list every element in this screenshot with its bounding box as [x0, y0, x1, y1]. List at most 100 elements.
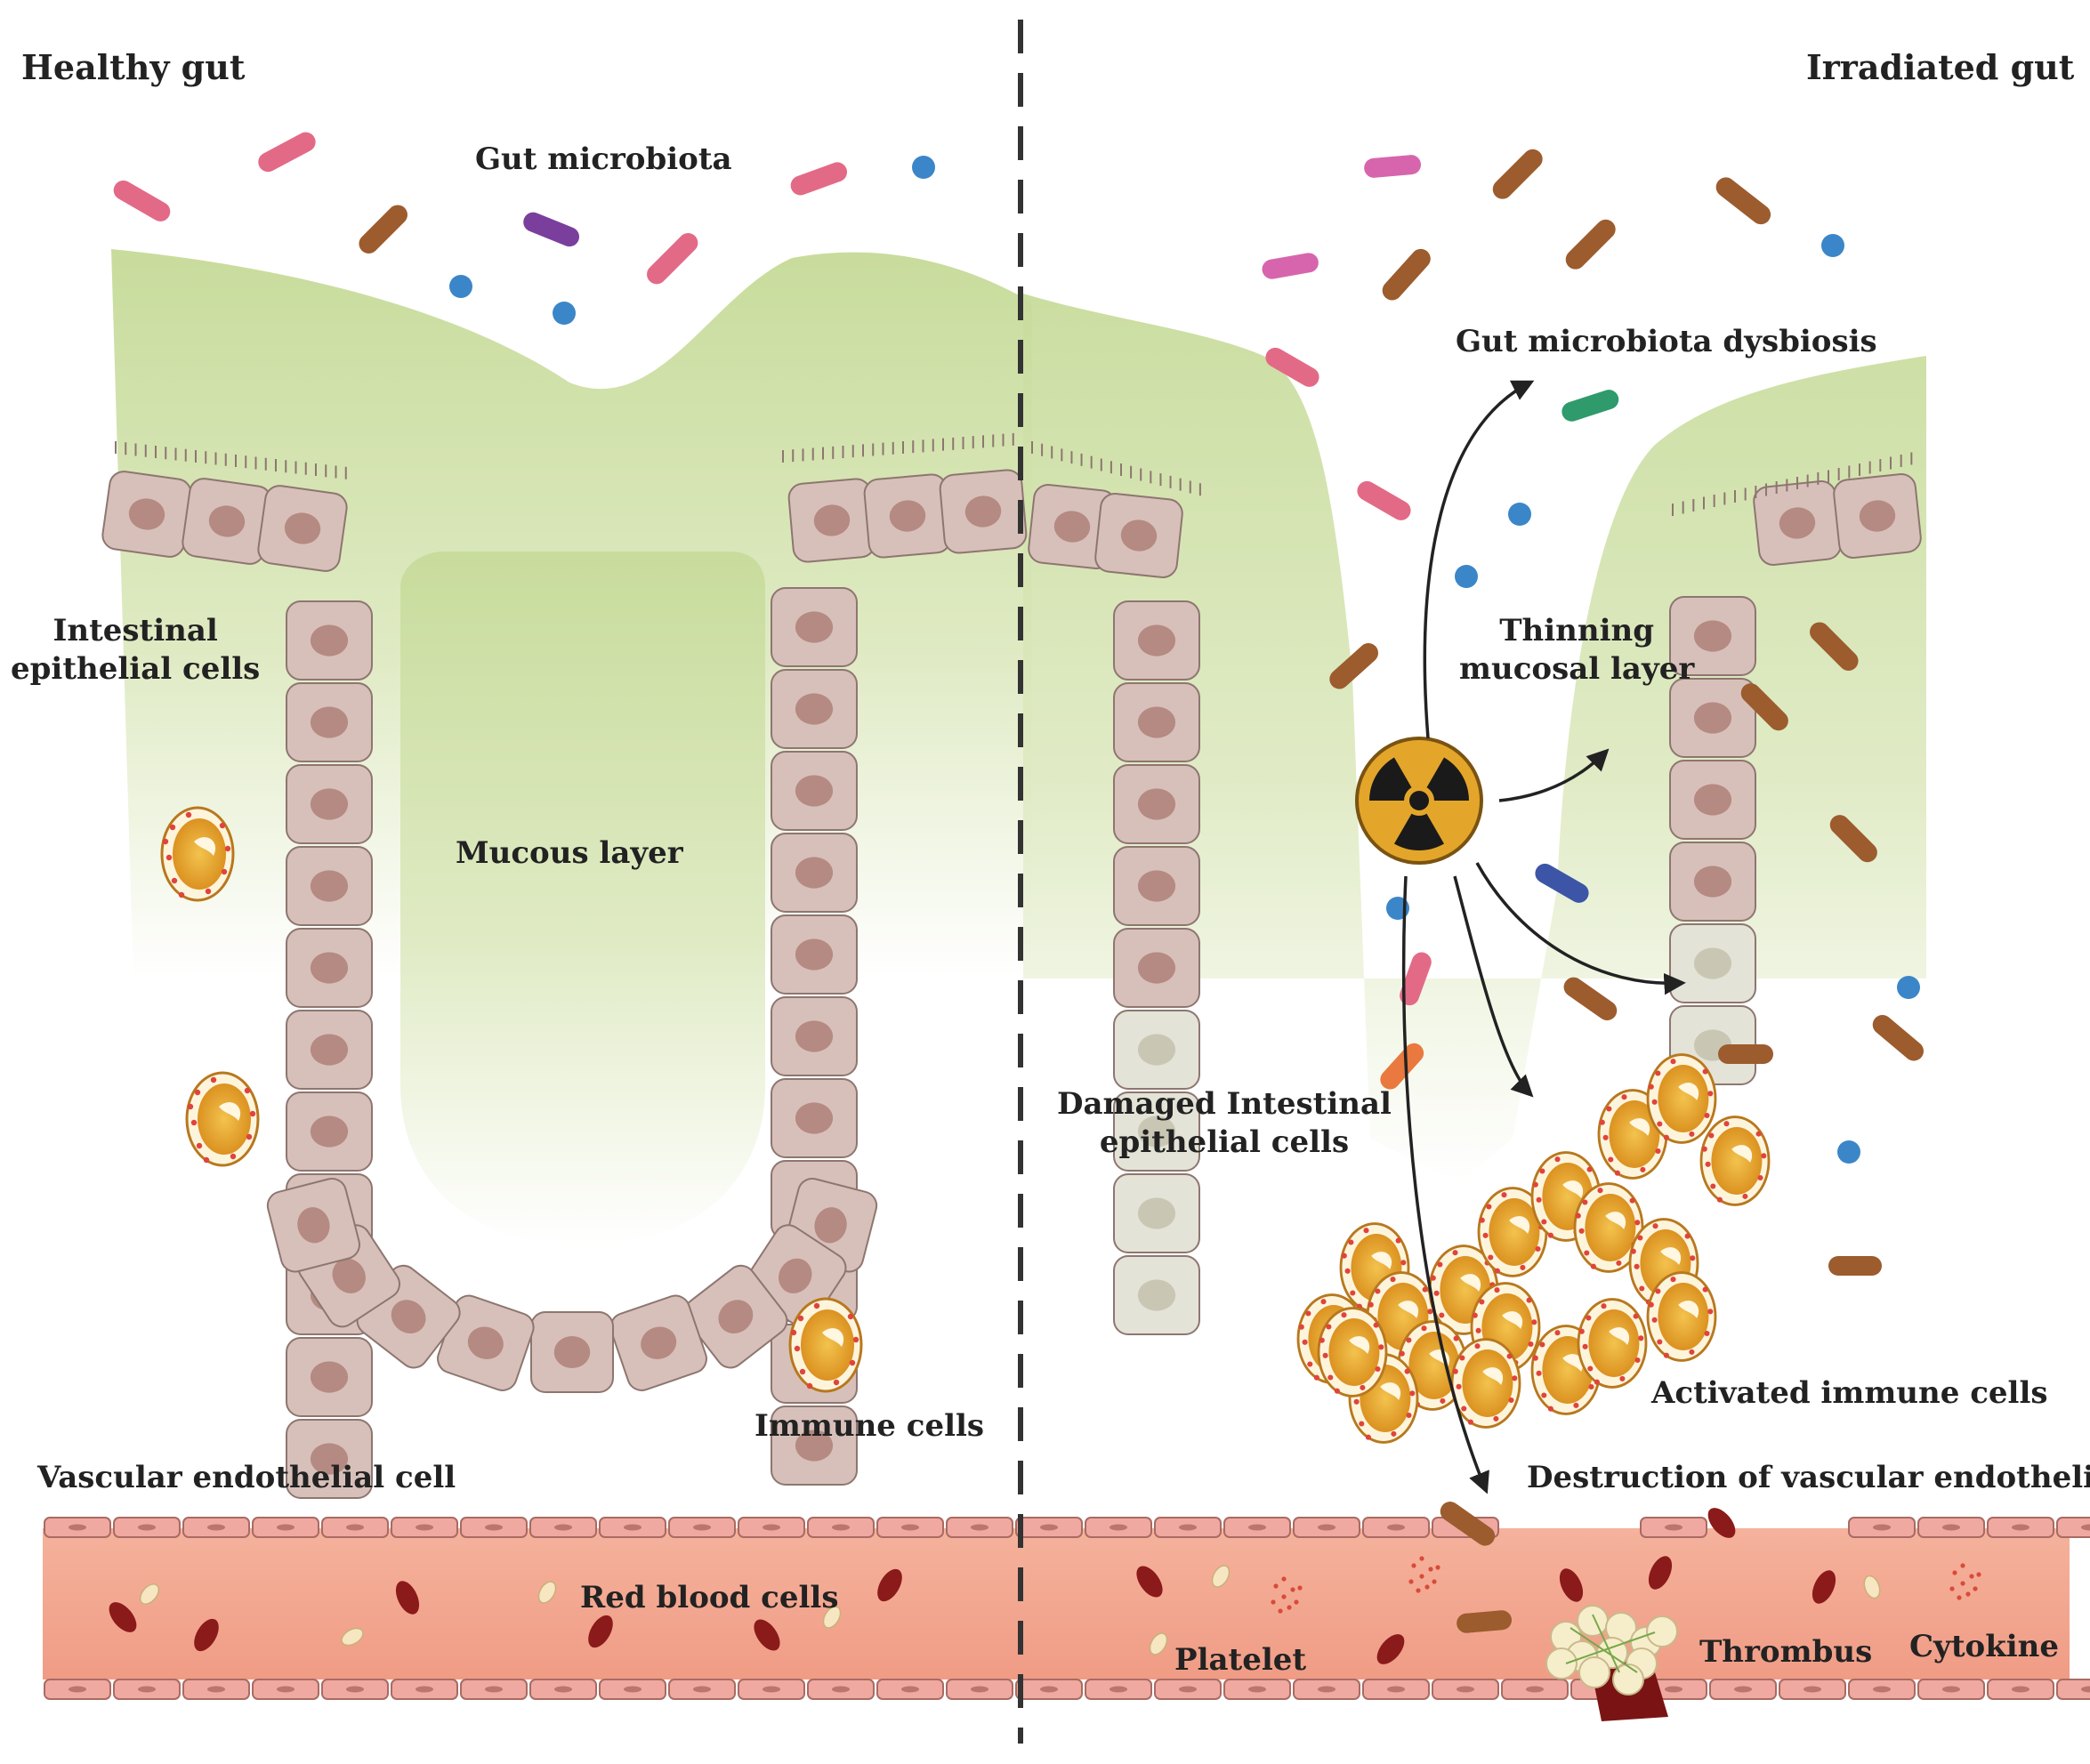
rod-bacterium-icon: [1357, 480, 1411, 520]
epithelial-cell: [939, 469, 1028, 554]
epithelial-cell: [286, 928, 373, 1008]
epithelial-cell: [437, 1294, 535, 1391]
intestinal-epithelial-line2: epithelial cells: [11, 650, 261, 687]
epithelial-cell: [286, 682, 373, 762]
epithelial-cell: [286, 1337, 373, 1417]
rod-bacterium-icon: [1561, 390, 1619, 422]
red-blood-cells-label: Red blood cells: [580, 1580, 839, 1615]
epithelial-cell: [771, 833, 858, 913]
epithelial-cell: [771, 587, 858, 667]
mucous-layer-label: Mucous layer: [456, 835, 683, 871]
rod-bacterium-icon: [1364, 155, 1422, 178]
rod-bacterium-icon: [523, 212, 580, 247]
fibrin-strand: [1565, 1614, 1656, 1673]
rod-bacterium-icon: [647, 233, 698, 285]
epithelial-cell: [771, 996, 858, 1076]
epithelial-cell: [771, 751, 858, 831]
epithelial-cell: [609, 1294, 707, 1391]
coccus-bacterium-icon: [1821, 234, 1844, 257]
immune-cell: [1573, 1182, 1644, 1273]
microbiota-dysbiosis-label: Gut microbiota dysbiosis: [1456, 324, 1877, 359]
radiation-hazard-icon: [1355, 737, 1483, 865]
rod-bacterium-icon: [1400, 952, 1432, 1006]
immune-cell: [1577, 1298, 1648, 1389]
rod-bacterium-icon: [1828, 1256, 1882, 1276]
rod-bacterium-icon: [1535, 863, 1589, 903]
immune-cell: [185, 1071, 260, 1167]
red-blood-cell: [194, 1618, 219, 1652]
arrow-to-epithelium: [1475, 862, 1686, 995]
rod-bacterium-icon: [1872, 1014, 1924, 1061]
epithelial-cell: [286, 1419, 373, 1499]
red-blood-cell: [395, 1581, 420, 1615]
epithelial-cell: [787, 478, 876, 563]
platelet: [822, 1606, 842, 1629]
epithelial-cell: [771, 669, 858, 749]
epithelial-cell: [1094, 493, 1183, 578]
cytokine: [1949, 1563, 1981, 1600]
healthy-gut-title: Healthy gut: [21, 47, 246, 87]
immune-cell: [1646, 1053, 1717, 1144]
damaged-epithelial-cell: [1113, 1173, 1200, 1253]
thrombus-icon: [1545, 1605, 1678, 1721]
destruction-endothelium-label: Destruction of vascular endothelium: [1527, 1460, 2090, 1495]
intestinal-epithelial-cells: [101, 469, 1028, 1499]
epithelial-cell: [1113, 764, 1200, 844]
coccus-bacterium-icon: [1837, 1140, 1860, 1164]
rod-bacterium-icon: [1810, 622, 1859, 671]
arrow-to-vessel: [1401, 875, 1489, 1494]
rod-bacterium-icon: [359, 205, 408, 254]
damaged-epithelial-cell: [1113, 1091, 1200, 1172]
arrow-to-dysbiosis: [1423, 380, 1535, 739]
rod-bacterium-icon: [1382, 248, 1431, 301]
epithelial-cell: [1028, 484, 1117, 569]
crypt-lumen-left: [400, 552, 765, 1245]
immune-cell: [1646, 1271, 1717, 1362]
epithelial-cell: [286, 600, 373, 681]
damaged-line2: epithelial cells: [1099, 1124, 1350, 1160]
red-blood-cell: [1136, 1566, 1163, 1598]
rod-bacterium-icon: [1457, 1610, 1513, 1633]
rod-bacterium-icon: [1718, 1044, 1773, 1064]
thrombus-label: Thrombus: [1699, 1634, 1873, 1670]
coccus-bacterium-icon: [1508, 503, 1531, 526]
arrow-to-mucosal-layer: [1498, 748, 1610, 802]
platelet-label: Platelet: [1174, 1642, 1307, 1678]
red-blood-cell: [1376, 1634, 1405, 1664]
epithelial-cell: [530, 1311, 614, 1393]
epithelial-cell: [1113, 600, 1200, 681]
intestinal-epithelial-label: Intestinal epithelial cells: [11, 612, 260, 688]
intestinal-epithelial-line1: Intestinal: [52, 613, 218, 648]
epithelial-cell: [1113, 682, 1200, 762]
red-blood-cell: [1648, 1556, 1673, 1590]
vascular-endothelial-cells-top: [44, 1517, 2090, 1538]
red-blood-cell: [877, 1568, 902, 1602]
platelet: [1211, 1565, 1231, 1588]
damaged-epithelial-cell: [1113, 1010, 1200, 1090]
rod-bacterium-icon: [1329, 643, 1379, 689]
rod-bacterium-icon: [1715, 177, 1771, 225]
rod-bacterium-icon: [1829, 815, 1877, 863]
vascular-endothelial-label: Vascular endothelial cell: [37, 1460, 456, 1495]
thrombus-platelet: [1646, 1615, 1678, 1647]
coccus-bacterium-icon: [912, 156, 935, 179]
epithelial-cell: [257, 485, 348, 572]
thrombus-platelet: [1577, 1605, 1609, 1637]
gut-microbiota-label: Gut microbiota: [475, 141, 732, 177]
rod-bacterium-icon: [1563, 977, 1618, 1021]
red-blood-cell: [109, 1602, 137, 1632]
epithelial-cell: [771, 1078, 858, 1158]
microvilli-border: [115, 432, 1913, 516]
epithelial-cell: [1113, 928, 1200, 1008]
thrombus-platelet: [1545, 1647, 1578, 1679]
immune-cells: [160, 806, 1771, 1444]
rod-bacterium-icon: [790, 162, 848, 196]
gut-microbiota: [113, 132, 1924, 1633]
platelet: [139, 1583, 160, 1605]
red-blood-cell: [1707, 1508, 1736, 1538]
irradiated-gut-title: Irradiated gut: [1806, 47, 2075, 87]
cytokine: [1408, 1556, 1440, 1593]
vascular-endothelial-cell: [2056, 1517, 2090, 1538]
damaged-line1: Damaged Intestinal: [1057, 1086, 1392, 1122]
thinning-line1: Thinning: [1499, 613, 1655, 648]
